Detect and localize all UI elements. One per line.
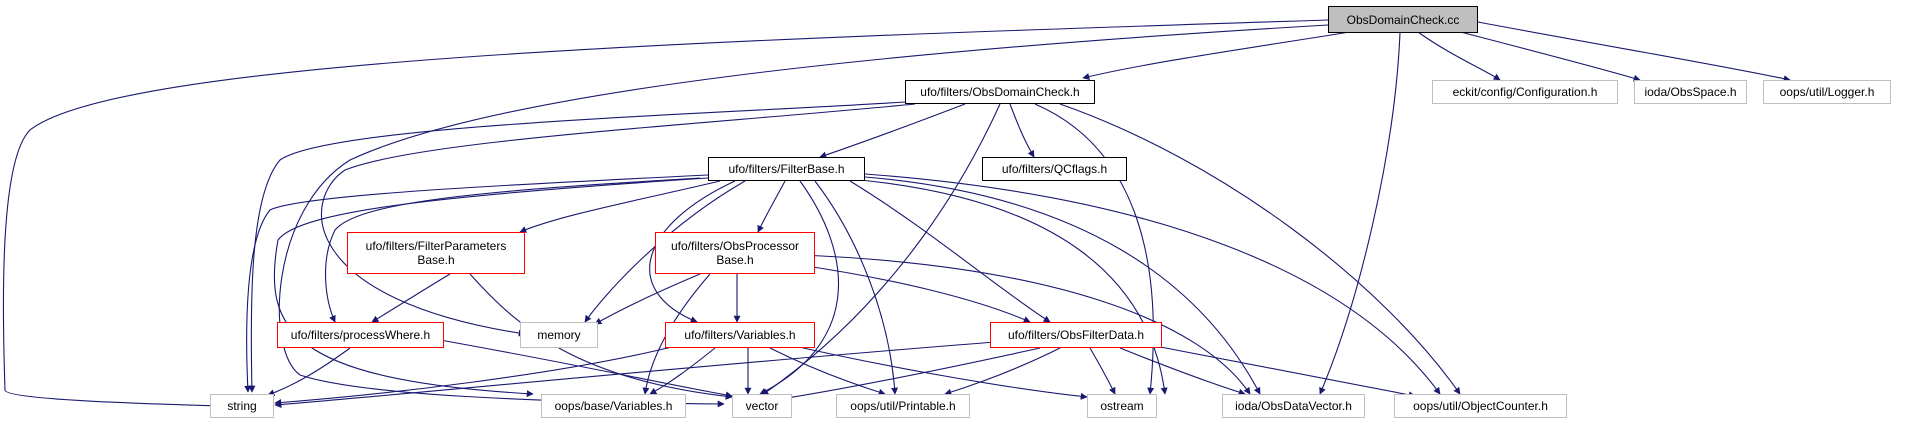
node-ufo-filters-obsdomaincheck-h[interactable]: ufo/filters/ObsDomainCheck.h bbox=[905, 80, 1095, 104]
node-string: string bbox=[210, 394, 274, 418]
edge-var-to-oopsvariables bbox=[649, 347, 716, 395]
edge-fb-to-string bbox=[244, 174, 709, 393]
edge-fp-to-processwhere bbox=[371, 273, 451, 323]
edge-odch-to-ostream bbox=[1034, 103, 1155, 395]
edge-cc-to-obsdomaincheck-h bbox=[1082, 31, 1351, 80]
edge-odch-to-objectcounter bbox=[1059, 103, 1461, 395]
node-vector: vector bbox=[732, 394, 792, 418]
edge-odch-to-qcflags bbox=[1009, 103, 1035, 158]
edge-cc-to-vector bbox=[278, 24, 1329, 408]
edge-ofd-to-string bbox=[274, 341, 996, 408]
node-ufo-filters-qcflags-h[interactable]: ufo/filters/QCflags.h bbox=[982, 157, 1127, 181]
node-ufo-filters-filterbase-h[interactable]: ufo/filters/FilterBase.h bbox=[708, 157, 865, 181]
edge-fb-to-oopsvariables bbox=[273, 177, 709, 398]
edge-var-to-printable bbox=[769, 347, 886, 396]
edge-ofd-to-ostream bbox=[1089, 347, 1116, 395]
node-filterparametersbase-line1: ufo/filters/FilterParameters bbox=[365, 239, 507, 253]
edge-pw-to-vector bbox=[439, 339, 733, 399]
node-obsdomaincheck-cc: ObsDomainCheck.cc bbox=[1328, 6, 1478, 33]
edge-ofd-to-objectcounter bbox=[1149, 344, 1416, 399]
edge-cc-to-obsspace bbox=[1444, 27, 1641, 82]
node-ostream: ostream bbox=[1087, 394, 1157, 418]
edge-var-to-string bbox=[274, 344, 681, 407]
edge-fb-to-obsprocessor bbox=[757, 180, 786, 233]
edge-fb-to-objectcounter bbox=[864, 173, 1441, 395]
node-ioda-obsdatavector-h: ioda/ObsDataVector.h bbox=[1222, 394, 1365, 418]
node-ufo-filters-filterparametersbase-h[interactable]: ufo/filters/FilterParameters Base.h bbox=[347, 232, 525, 274]
edge-odch-to-memory bbox=[320, 103, 916, 337]
edge-fb-to-ostream bbox=[859, 179, 1168, 395]
node-oops-util-printable-h: oops/util/Printable.h bbox=[836, 394, 970, 418]
edge-fb-to-processwhere bbox=[325, 177, 701, 323]
edge-odch-to-string bbox=[248, 101, 906, 393]
edge-odch-to-filterbase bbox=[819, 103, 966, 159]
edge-op-to-obsdatavector bbox=[799, 254, 1251, 395]
node-oops-util-logger-h: oops/util/Logger.h bbox=[1763, 80, 1891, 104]
edge-fb-to-obsdatavector bbox=[864, 176, 1261, 395]
node-eckit-config-configuration-h: eckit/config/Configuration.h bbox=[1432, 80, 1618, 104]
edge-fb-to-variables bbox=[649, 180, 736, 323]
edge-cc-to-configuration bbox=[1417, 31, 1501, 81]
node-ufo-filters-obsprocessorbase-h[interactable]: ufo/filters/ObsProcessor Base.h bbox=[655, 232, 815, 274]
edge-cc-to-string bbox=[2, 19, 1329, 411]
edge-fb-to-vector bbox=[759, 180, 840, 395]
node-ioda-obsspace-h: ioda/ObsSpace.h bbox=[1634, 80, 1747, 104]
node-memory: memory bbox=[520, 322, 598, 348]
edge-cc-to-obsdatavector bbox=[1319, 32, 1401, 395]
node-obsprocessorbase-line2: Base.h bbox=[716, 253, 754, 267]
node-ufo-filters-processwhere-h[interactable]: ufo/filters/processWhere.h bbox=[277, 322, 444, 348]
edge-cc-to-logger bbox=[1477, 21, 1791, 83]
node-oops-util-objectcounter-h: oops/util/ObjectCounter.h bbox=[1394, 394, 1567, 418]
edge-op-to-memory bbox=[594, 273, 701, 325]
edge-ofd-to-printable bbox=[944, 347, 1061, 396]
edge-fb-to-memory bbox=[584, 180, 746, 323]
node-obsprocessorbase-line1: ufo/filters/ObsProcessor bbox=[670, 239, 800, 253]
edge-fb-to-filterparams bbox=[519, 180, 721, 233]
edge-op-to-obsfilterdata bbox=[799, 264, 1031, 323]
node-oops-base-variables-h: oops/base/Variables.h bbox=[541, 394, 686, 418]
edge-fb-to-obsfilterdata bbox=[849, 180, 1051, 323]
node-ufo-filters-variables-h[interactable]: ufo/filters/Variables.h bbox=[665, 322, 815, 348]
edge-pw-to-string bbox=[267, 347, 351, 397]
edge-odch-to-vector bbox=[761, 103, 1001, 396]
edge-var-to-ostream bbox=[789, 344, 1088, 400]
edge-fp-to-vector bbox=[469, 273, 733, 400]
node-filterparametersbase-line2: Base.h bbox=[417, 253, 455, 267]
edge-op-to-oopsvariables bbox=[642, 273, 711, 395]
node-ufo-filters-obsfilterdata-h[interactable]: ufo/filters/ObsFilterData.h bbox=[990, 322, 1162, 348]
edge-ofd-to-vector bbox=[774, 347, 1041, 403]
edge-ofd-to-obsdatavector bbox=[1119, 347, 1246, 396]
